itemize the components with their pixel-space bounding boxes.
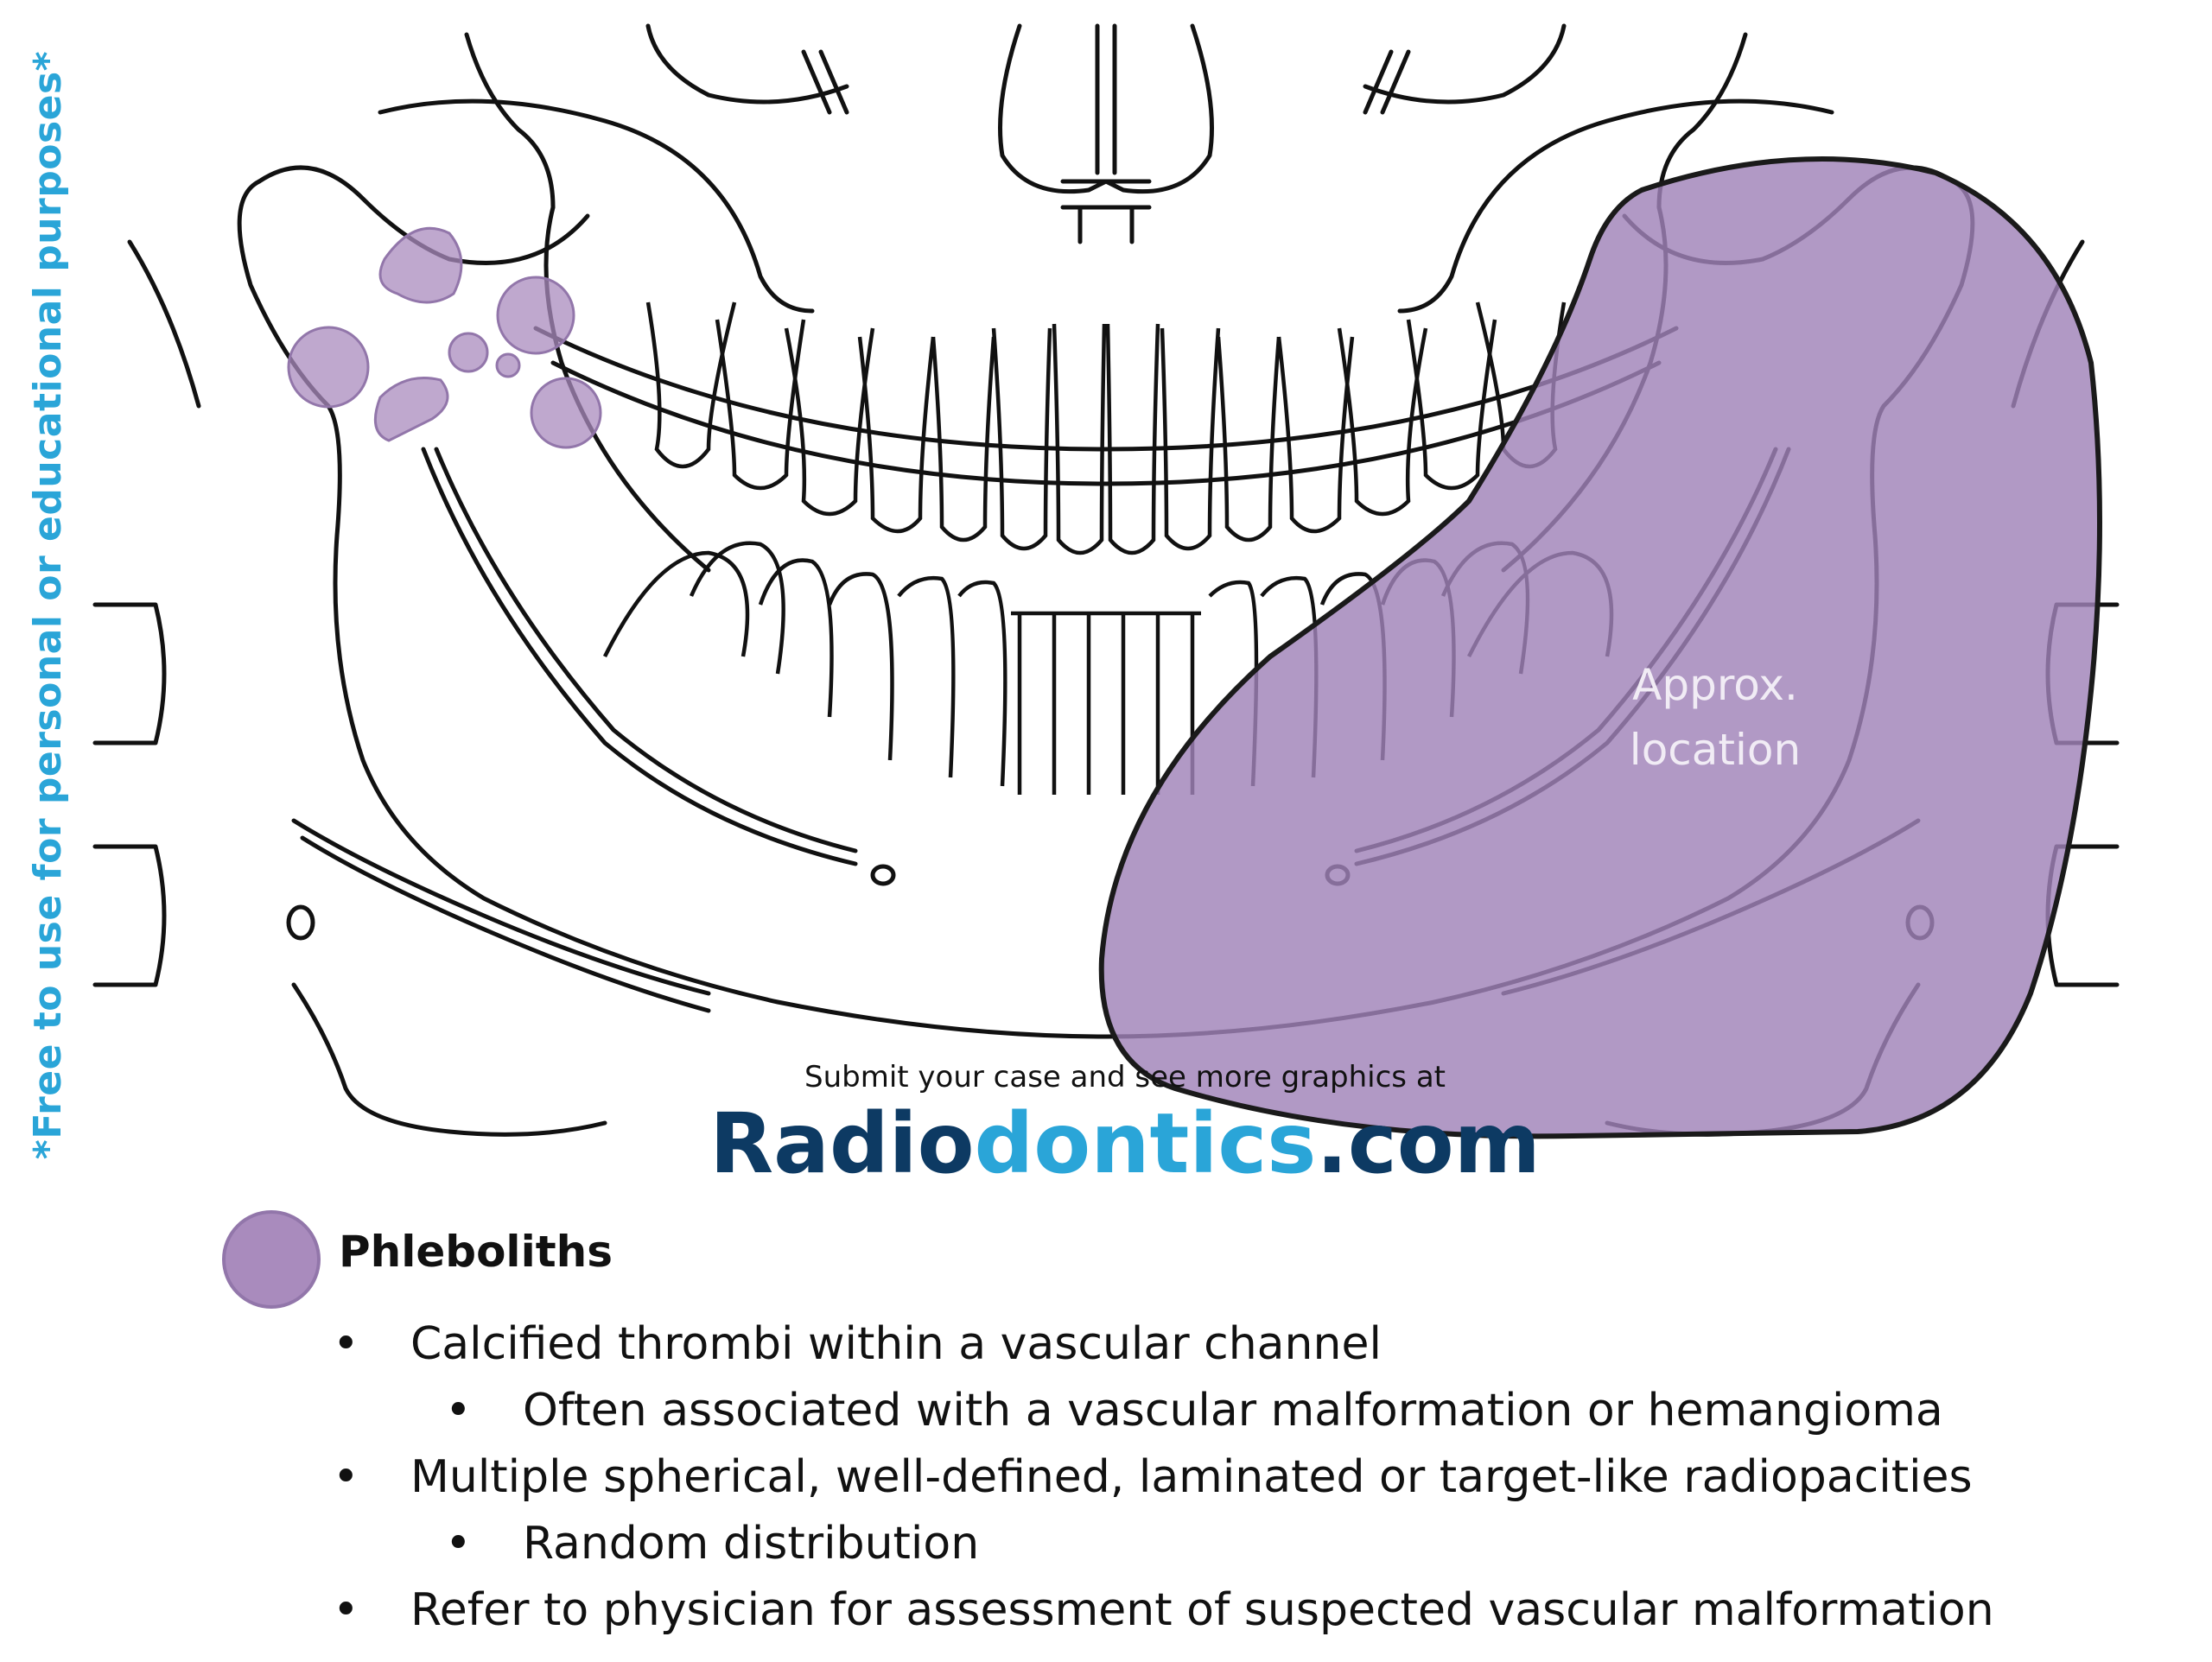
bullet-dot: • xyxy=(445,1518,472,1570)
brand-logo: Radiodontics.com xyxy=(709,1095,1541,1192)
bullet-item: • Refer to physician for assessment of s… xyxy=(333,1577,2147,1644)
usage-note: *Free to use for personal or educational… xyxy=(0,0,97,1209)
sub-bullet-item: • Often associated with a vascular malfo… xyxy=(445,1378,2147,1444)
legend-swatch xyxy=(222,1210,321,1309)
usage-note-text: *Free to use for personal or educational… xyxy=(26,50,71,1159)
bullet-text: Random distribution xyxy=(523,1518,980,1570)
brand-part-radio: Radio xyxy=(709,1095,974,1192)
bullet-item: • Calcified thrombi within a vascular ch… xyxy=(333,1311,2147,1378)
bullet-dot: • xyxy=(333,1451,359,1503)
sub-bullet-item: • Random distribution xyxy=(445,1511,2147,1577)
bullet-dot: • xyxy=(445,1385,472,1437)
region-label-line1: Approx. xyxy=(1632,660,1798,710)
upper-teeth xyxy=(645,301,1567,555)
bullet-text: Often associated with a vascular malform… xyxy=(523,1385,1943,1437)
bullet-dot: • xyxy=(333,1318,359,1370)
bullet-item: • Multiple spherical, well-defined, lami… xyxy=(333,1444,2147,1511)
lesion-region xyxy=(1098,156,2102,1139)
bullet-list: • Calcified thrombi within a vascular ch… xyxy=(333,1311,2147,1644)
legend-title: Phleboliths xyxy=(339,1227,613,1277)
region-label-line2: location xyxy=(1630,725,1801,775)
bullet-text: Refer to physician for assessment of sus… xyxy=(410,1584,1994,1636)
bullet-dot: • xyxy=(333,1584,359,1636)
phleboliths xyxy=(287,226,602,449)
bullet-text: Multiple spherical, well-defined, lamina… xyxy=(410,1451,1973,1503)
submit-text: Submit your case and see more graphics a… xyxy=(804,1060,1446,1094)
brand-part-com: .com xyxy=(1316,1095,1540,1192)
bullet-text: Calcified thrombi within a vascular chan… xyxy=(410,1318,1382,1370)
brand-part-dontics: dontics xyxy=(975,1095,1317,1192)
